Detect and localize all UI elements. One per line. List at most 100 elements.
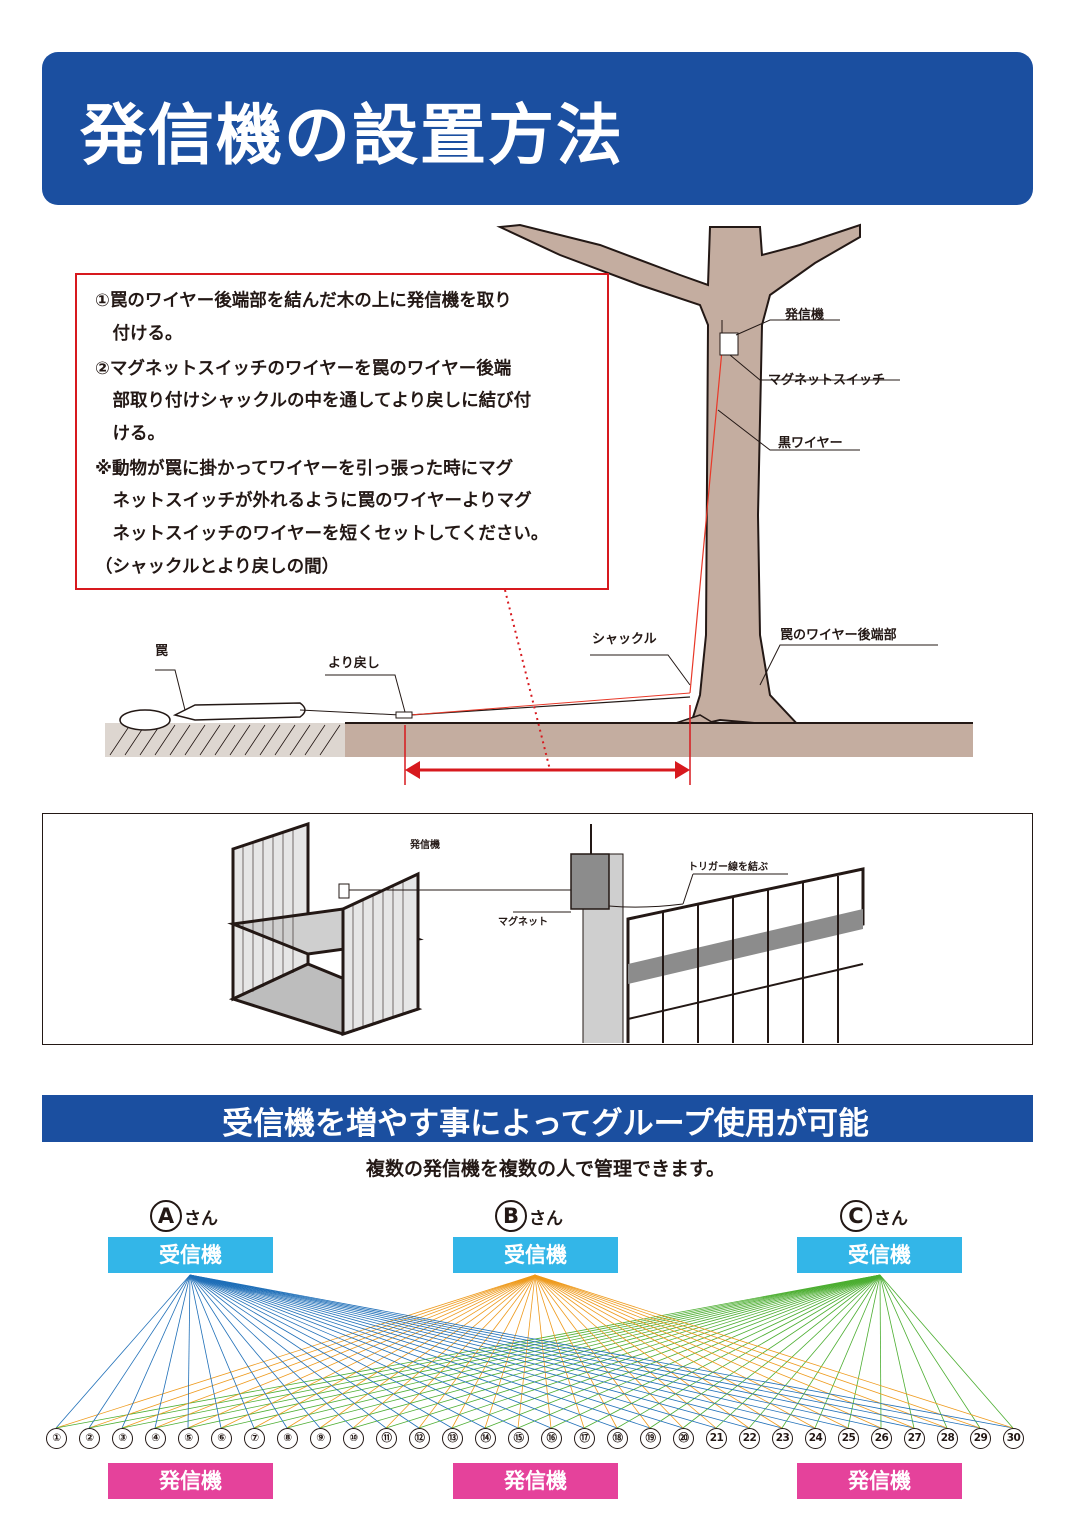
connection-line: [189, 1274, 981, 1429]
connection-line: [189, 1274, 849, 1429]
transmitter-number: 21: [706, 1428, 727, 1449]
note-line: （シャックルとより戻しの間）: [95, 557, 340, 577]
connection-line: [189, 1274, 915, 1429]
connection-line: [189, 1274, 255, 1429]
transmitter-number: 23: [772, 1428, 793, 1449]
transmitter-icon: [719, 332, 739, 356]
person-letter: B: [495, 1200, 527, 1232]
trap-icon: [119, 709, 171, 731]
connection-line: [189, 1274, 816, 1429]
connection-line: [55, 1274, 536, 1429]
group-banner: [42, 1095, 1033, 1142]
connection-line: [189, 1274, 453, 1429]
label-shackle: シャックル: [592, 632, 657, 647]
connection-line: [451, 1274, 536, 1429]
installation-diagram: [105, 223, 973, 785]
transmitter-number: 24: [805, 1428, 826, 1449]
connection-line: [484, 1274, 536, 1429]
person-suffix: さん: [184, 1208, 218, 1229]
person-suffix: さん: [529, 1208, 563, 1229]
connection-line: [682, 1274, 881, 1429]
connection-line: [189, 1274, 1014, 1429]
connection-line: [385, 1274, 536, 1429]
connection-line: [189, 1274, 618, 1429]
note-line: ネットスイッチのワイヤーを短くセットしてください。: [95, 524, 549, 544]
connection-line: [534, 1274, 618, 1429]
person-suffix: さん: [874, 1208, 908, 1229]
connection-line: [534, 1274, 849, 1429]
label-magnet-switch: マグネットスイッチ: [768, 373, 886, 388]
connection-line: [88, 1274, 536, 1429]
connection-line: [189, 1274, 288, 1429]
transmitter-number: ⑦: [244, 1428, 265, 1449]
connection-line: [189, 1274, 354, 1429]
connection-line: [189, 1274, 882, 1429]
transmitter-number: 30: [1003, 1428, 1024, 1449]
label-illus-trigger: トリガー線を結ぶ: [688, 862, 768, 873]
transmitter-b: 発信機: [453, 1463, 618, 1499]
note-line: ネットスイッチが外れるように罠のワイヤーよりマグ: [95, 491, 532, 511]
label-illus-magnet: マグネット: [498, 917, 548, 928]
transmitter-number: ②: [79, 1428, 100, 1449]
connection-line: [189, 1274, 585, 1429]
connection-line: [88, 1274, 191, 1429]
note-line: ※動物が罠に掛かってワイヤーを引っ張った時にマグ: [95, 459, 514, 479]
label-trap-wire-end: 罠のワイヤー後端部: [780, 628, 897, 643]
cage-fence-drawing: [227, 821, 865, 1045]
transmitter-number: 29: [970, 1428, 991, 1449]
connection-line: [187, 1274, 536, 1429]
connection-line: [534, 1274, 684, 1429]
connection-line: [286, 1274, 536, 1429]
note-line: ①罠のワイヤー後端部を結んだ木の上に発信機を取り: [95, 291, 512, 311]
connection-line: [352, 1274, 536, 1429]
connection-line: [253, 1274, 536, 1429]
person-letter: A: [150, 1200, 182, 1232]
connection-line: [319, 1274, 536, 1429]
label-swivel: より戻し: [328, 656, 380, 671]
connection-line: [189, 1274, 651, 1429]
transmitter-number: 26: [871, 1428, 892, 1449]
connection-line: [189, 1274, 717, 1429]
connection-line: [189, 1274, 750, 1429]
connection-line: [189, 1274, 420, 1429]
connection-line: [879, 1274, 882, 1429]
transmitter-number: 25: [838, 1428, 859, 1449]
connection-line: [121, 1274, 191, 1429]
connection-line: [385, 1274, 881, 1429]
transmitter-number: ⑩: [343, 1428, 364, 1449]
connection-line: [534, 1274, 948, 1429]
connection-line: [814, 1274, 881, 1429]
transmitter-number: ⑱: [607, 1428, 628, 1449]
connection-line: [534, 1274, 750, 1429]
connection-line: [616, 1274, 881, 1429]
connection-line: [189, 1274, 387, 1429]
transmitter-number: ⑯: [541, 1428, 562, 1449]
receiver-c: 受信機: [797, 1237, 962, 1273]
cage-fence-illustration: [42, 813, 1033, 1045]
connection-line: [189, 1274, 684, 1429]
connection-line: [189, 1274, 783, 1429]
swivel-icon: [395, 711, 413, 719]
label-trap: 罠: [155, 644, 169, 659]
connection-line: [847, 1274, 881, 1429]
transmitter-number: ⑥: [211, 1428, 232, 1449]
connection-line: [879, 1274, 915, 1429]
connection-line: [748, 1274, 881, 1429]
connection-line: [583, 1274, 881, 1429]
connection-line: [534, 1274, 783, 1429]
receiver-b: 受信機: [453, 1237, 618, 1273]
label-illus-transmitter: 発信機: [410, 840, 440, 851]
connection-line: [534, 1274, 1014, 1429]
connection-line: [154, 1274, 536, 1429]
title-banner: [42, 52, 1033, 205]
connection-line: [189, 1274, 222, 1429]
connection-line: [534, 1274, 585, 1429]
transmitter-number: ⑲: [640, 1428, 661, 1449]
connection-line: [534, 1274, 915, 1429]
page-title: 発信機の設置方法: [80, 97, 624, 174]
transmitter-c: 発信機: [797, 1463, 962, 1499]
transmitter-number: ④: [145, 1428, 166, 1449]
connection-line: [451, 1274, 881, 1429]
